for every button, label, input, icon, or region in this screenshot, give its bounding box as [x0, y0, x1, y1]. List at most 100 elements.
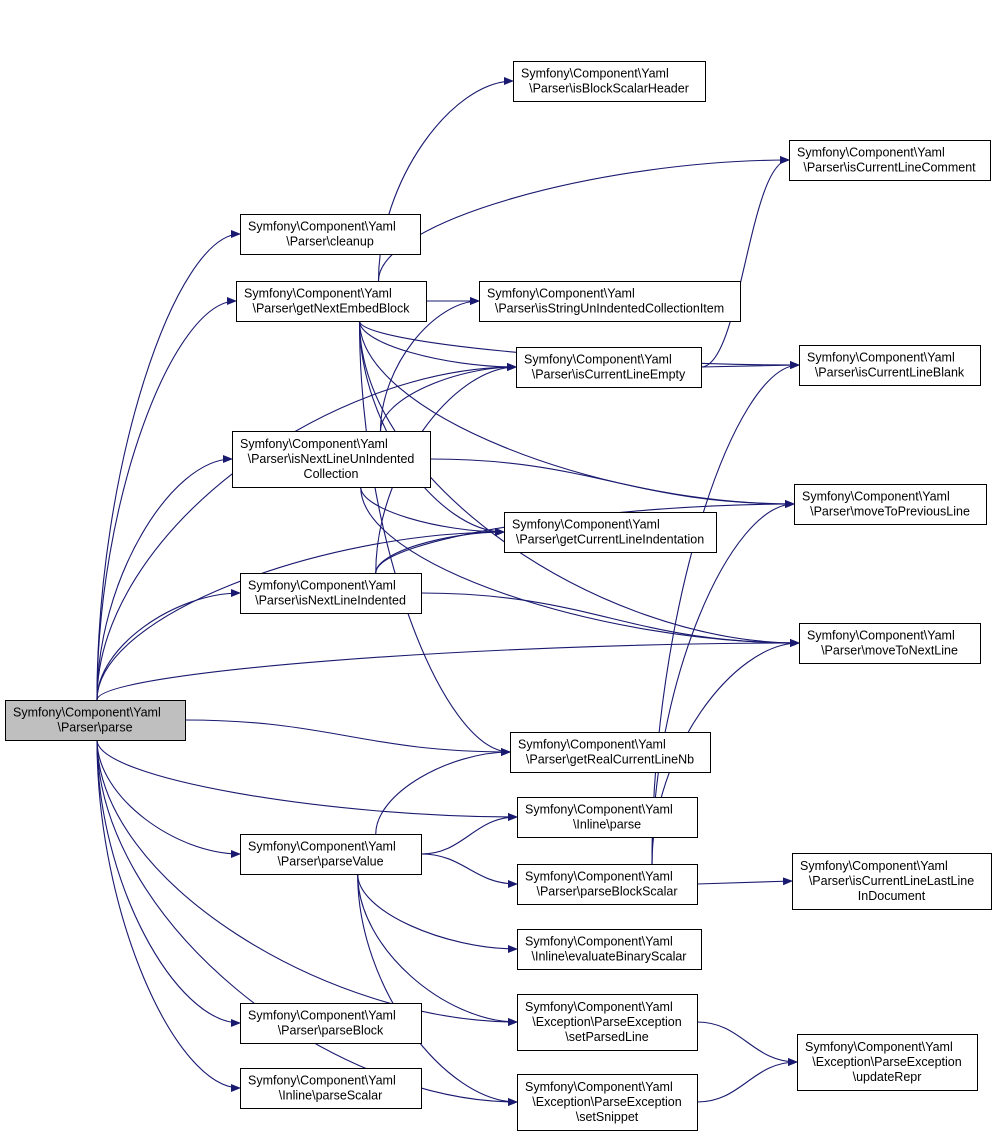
edge-parse-to-getCurrentLineIndentation	[96, 528, 505, 701]
node-isNextLineIndented[interactable]: Symfony\Component\Yaml\Parser\isNextLine…	[240, 573, 422, 614]
edge-getNextEmbedBlock-to-isCurrentLineEmpty	[358, 320, 517, 371]
node-updateRepr[interactable]: Symfony\Component\Yaml\Exception\ParseEx…	[797, 1034, 978, 1091]
node-label-line: Symfony\Component\Yaml	[248, 579, 396, 593]
nodes-layer: Symfony\Component\Yaml\Parser\parseSymfo…	[5, 61, 992, 1131]
edge-setParsedLine-to-updateRepr	[696, 1021, 798, 1066]
node-label-line: Symfony\Component\Yaml	[244, 287, 392, 301]
edge-isNextLineUnIndentedCollection-to-isStringUnIndentedCollectionItem	[379, 297, 480, 432]
edge-parseValue-to-setSnippet	[357, 873, 518, 1106]
edge-parseValue-to-inlineParse	[420, 813, 518, 855]
node-label-line: Symfony\Component\Yaml	[524, 353, 672, 367]
edge-parse-to-isNextLineUnIndentedCollection	[96, 455, 233, 701]
edge-parse-to-inlineParseScalar	[96, 739, 241, 1092]
node-box	[516, 347, 702, 388]
node-label-line: \Parser\parseBlock	[278, 1024, 384, 1038]
node-getCurrentLineIndentation[interactable]: Symfony\Component\Yaml\Parser\getCurrent…	[504, 512, 717, 553]
node-box	[504, 512, 717, 553]
node-box	[240, 573, 422, 614]
node-label-line: Symfony\Component\Yaml	[518, 738, 666, 752]
node-label-line: Symfony\Component\Yaml	[525, 1000, 673, 1014]
node-box	[517, 994, 698, 1051]
node-label-line: Symfony\Component\Yaml	[525, 935, 673, 949]
node-box	[789, 140, 991, 181]
node-label-line: Symfony\Component\Yaml	[807, 629, 955, 643]
node-cleanup[interactable]: Symfony\Component\Yaml\Parser\cleanup	[240, 214, 421, 255]
node-label-line: Symfony\Component\Yaml	[248, 1009, 396, 1023]
node-label-line: Symfony\Component\Yaml	[240, 437, 388, 451]
edge-isNextLineUnIndentedCollection-to-moveToPreviousLine	[429, 458, 795, 508]
edge-isCurrentLineEmpty-to-isCurrentLineBlank	[700, 361, 800, 370]
edge-parse-to-moveToNextLine	[96, 639, 800, 701]
node-box	[517, 929, 702, 970]
edge-parseBlockScalar-to-moveToPreviousLine	[651, 500, 795, 865]
node-box	[510, 732, 711, 773]
node-isNextLineUnIndentedCollection[interactable]: Symfony\Component\Yaml\Parser\isNextLine…	[232, 431, 431, 488]
node-label-line: \setSnippet	[576, 1110, 639, 1124]
node-evaluateBinaryScalar[interactable]: Symfony\Component\Yaml\Inline\evaluateBi…	[517, 929, 702, 970]
node-box	[240, 214, 421, 255]
node-label-line: Symfony\Component\Yaml	[805, 1040, 953, 1054]
node-moveToPreviousLine[interactable]: Symfony\Component\Yaml\Parser\moveToPrev…	[794, 484, 987, 525]
node-label-line: Symfony\Component\Yaml	[248, 840, 396, 854]
node-isStringUnIndentedCollectionItem[interactable]: Symfony\Component\Yaml\Parser\isStringUn…	[479, 281, 741, 322]
node-box	[232, 431, 431, 488]
node-setSnippet[interactable]: Symfony\Component\Yaml\Exception\ParseEx…	[517, 1074, 698, 1131]
node-label-line: \Exception\ParseException	[812, 1055, 961, 1069]
node-label-line: \Parser\moveToPreviousLine	[810, 505, 970, 519]
node-box	[797, 1034, 978, 1091]
node-label-line: Collection	[304, 467, 359, 481]
node-inlineParse[interactable]: Symfony\Component\Yaml\Inline\parse	[517, 797, 698, 838]
node-box	[236, 281, 427, 322]
node-getRealCurrentLineNb[interactable]: Symfony\Component\Yaml\Parser\getRealCur…	[510, 732, 711, 773]
node-isCurrentLineLastLineInDocument[interactable]: Symfony\Component\Yaml\Parser\isCurrentL…	[792, 853, 992, 910]
node-label-line: \updateRepr	[853, 1070, 922, 1084]
node-inlineParseScalar[interactable]: Symfony\Component\Yaml\Inline\parseScala…	[240, 1068, 422, 1109]
node-box	[799, 623, 981, 664]
node-label-line: \Inline\evaluateBinaryScalar	[532, 950, 687, 964]
node-label-line: InDocument	[858, 889, 926, 903]
node-box	[517, 1074, 698, 1131]
node-label-line: \Inline\parse	[573, 818, 641, 832]
node-label-line: \Parser\isCurrentLineEmpty	[532, 368, 686, 382]
node-label-line: \Exception\ParseException	[532, 1095, 681, 1109]
edge-getNextEmbedBlock-to-getRealCurrentLineNb	[358, 320, 511, 756]
node-label-line: \Parser\getCurrentLineIndentation	[516, 533, 704, 547]
node-isCurrentLineEmpty[interactable]: Symfony\Component\Yaml\Parser\isCurrentL…	[516, 347, 702, 388]
edge-parseValue-to-parseBlockScalar	[420, 853, 518, 888]
edges-layer	[96, 77, 800, 1106]
node-box	[517, 864, 698, 905]
node-label-line: Symfony\Component\Yaml	[525, 1080, 673, 1094]
edge-parse-to-parseValue	[96, 739, 241, 858]
node-box	[794, 484, 987, 525]
node-isCurrentLineBlank[interactable]: Symfony\Component\Yaml\Parser\isCurrentL…	[799, 345, 981, 386]
node-getNextEmbedBlock[interactable]: Symfony\Component\Yaml\Parser\getNextEmb…	[236, 281, 427, 322]
node-box	[513, 61, 706, 102]
node-label-line: Symfony\Component\Yaml	[797, 146, 945, 160]
node-label-line: \Parser\getRealCurrentLineNb	[526, 753, 694, 767]
node-isBlockScalarHeader[interactable]: Symfony\Component\Yaml\Parser\isBlockSca…	[513, 61, 706, 102]
node-isCurrentLineComment[interactable]: Symfony\Component\Yaml\Parser\isCurrentL…	[789, 140, 991, 181]
node-box	[240, 834, 422, 875]
node-parseBlockScalar[interactable]: Symfony\Component\Yaml\Parser\parseBlock…	[517, 864, 698, 905]
node-setParsedLine[interactable]: Symfony\Component\Yaml\Exception\ParseEx…	[517, 994, 698, 1051]
node-parseBlock[interactable]: Symfony\Component\Yaml\Parser\parseBlock	[240, 1003, 422, 1044]
edge-isCurrentLineEmpty-to-isCurrentLineComment	[700, 156, 790, 368]
node-label-line: \Parser\parse	[57, 721, 132, 735]
node-label-line: \Parser\isBlockScalarHeader	[529, 82, 689, 96]
node-label-line: Symfony\Component\Yaml	[807, 351, 955, 365]
edge-parse-to-getRealCurrentLineNb	[184, 719, 511, 756]
node-parse[interactable]: Symfony\Component\Yaml\Parser\parse	[5, 700, 186, 741]
node-label-line: \Parser\parseBlockScalar	[536, 885, 677, 899]
node-parseValue[interactable]: Symfony\Component\Yaml\Parser\parseValue	[240, 834, 422, 875]
edge-isNextLineUnIndentedCollection-to-moveToNextLine	[360, 486, 800, 647]
node-label-line: \Parser\parseValue	[277, 855, 383, 869]
edge-parseBlockScalar-to-isCurrentLineLastLineInDocument	[696, 877, 793, 886]
node-moveToNextLine[interactable]: Symfony\Component\Yaml\Parser\moveToNext…	[799, 623, 981, 664]
node-box	[517, 797, 698, 838]
edge-isNextLineUnIndentedCollection-to-isCurrentLineEmpty	[379, 363, 517, 432]
edge-getNextEmbedBlock-to-isCurrentLineComment	[377, 156, 790, 282]
edge-parse-to-setParsedLine	[96, 739, 518, 1026]
node-label-line: \Parser\isCurrentLineComment	[803, 161, 976, 175]
node-box	[792, 853, 992, 910]
node-label-line: Symfony\Component\Yaml	[487, 287, 635, 301]
